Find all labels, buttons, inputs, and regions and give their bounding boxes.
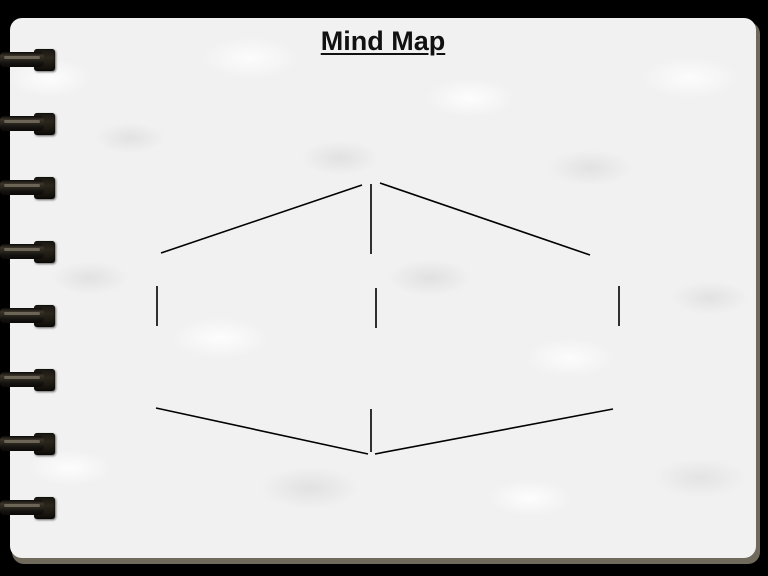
spiral-binding-ring-icon [0,432,56,456]
page-title: Mind Map [320,26,446,56]
spiral-binding-ring-icon [0,304,56,328]
spiral-binding [0,0,60,576]
notebook-page[interactable]: Mind Map [10,18,756,558]
spiral-binding-ring-icon [0,496,56,520]
spiral-binding-ring-icon [0,240,56,264]
spiral-binding-ring-icon [0,368,56,392]
spiral-binding-ring-icon [0,48,56,72]
connector-right-to-bottom [374,408,614,455]
spiral-binding-ring-icon [0,176,56,200]
connector-center-to-left [160,184,363,254]
spiral-binding-ring-icon [0,112,56,136]
connector-center-to-right [379,182,591,256]
connector-left-to-bottom [155,407,369,455]
